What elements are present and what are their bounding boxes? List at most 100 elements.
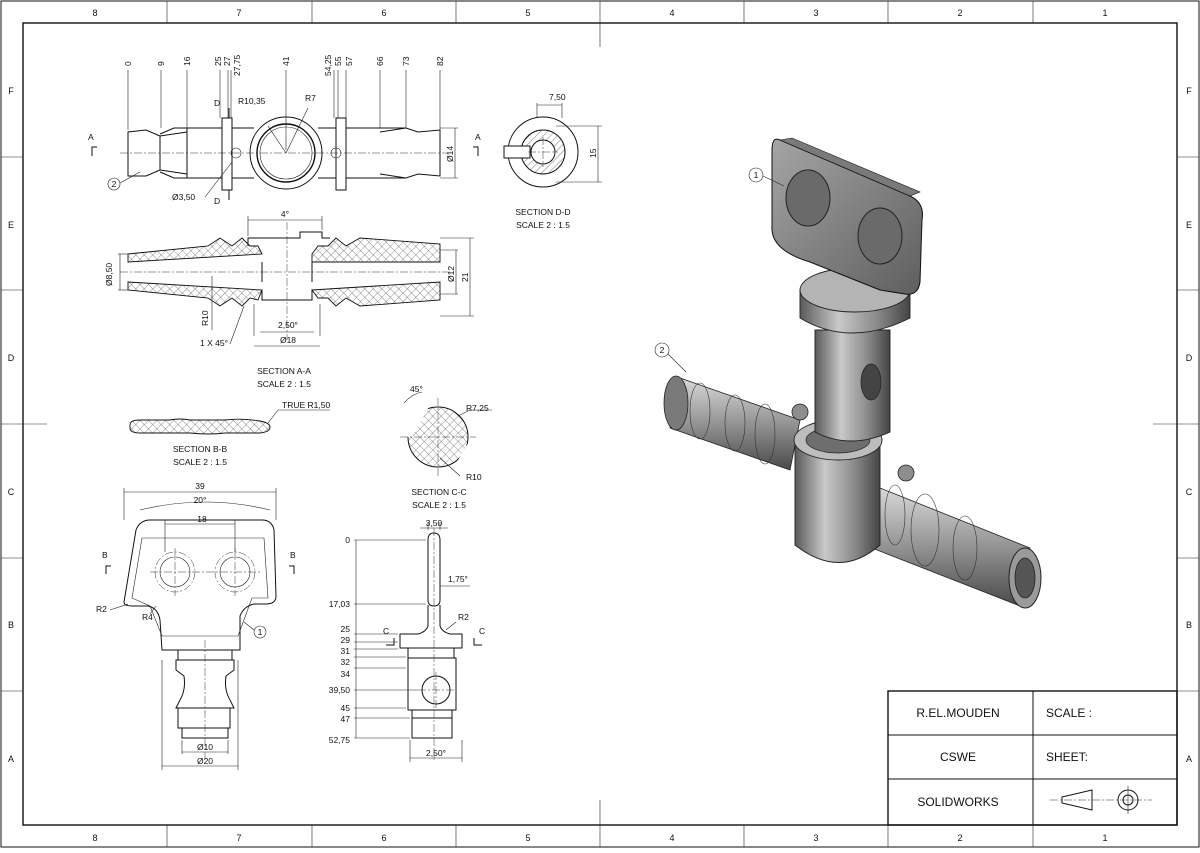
top-dim-54-25: 54,25: [323, 54, 333, 76]
zone-col-6-bottom: 6: [381, 833, 386, 843]
title-block: R.EL.MOUDEN CSWE SOLIDWORKS SCALE : SHEE…: [887, 690, 1178, 826]
front-r4-label: R4: [142, 612, 153, 622]
balloon-2-top: [107, 177, 121, 191]
projection-symbol-icon: [1050, 786, 1152, 814]
top-dim-25: 25: [213, 56, 223, 66]
side-view: 0 17,03 25 29 31 32 34 39,50 45 47 52,75…: [329, 518, 485, 762]
isometric-assembly-render: 1 2: [654, 137, 1042, 609]
balloon-1-iso-label: 1: [754, 170, 759, 180]
zone-row-B-left: B: [8, 620, 14, 630]
aa-chamfer-label: 1 X 45°: [200, 338, 228, 348]
zone-col-8-bottom: 8: [92, 833, 97, 843]
top-d-mark-lower: D: [214, 196, 220, 206]
section-d-d: 7,50 15 SECTION D-D SCALE 2 : 1.5: [503, 92, 602, 230]
top-dim-55: 55: [333, 56, 343, 66]
side-w350-label: 3,50: [426, 518, 443, 528]
top-dim-82: 82: [435, 56, 445, 66]
aa-scale: SCALE 2 : 1.5: [257, 379, 311, 389]
bb-r150-label: TRUE R1,50: [282, 400, 330, 410]
zone-col-1-bottom: 1: [1102, 833, 1107, 843]
title-block-org: CSWE: [940, 750, 976, 764]
front-ang20-label: 20°: [194, 495, 207, 505]
side-ang175-label: 1,75°: [448, 574, 468, 584]
zone-col-5-top: 5: [525, 8, 530, 18]
top-dim-9: 9: [156, 61, 166, 66]
top-dim-41: 41: [281, 56, 291, 66]
zone-row-A-left: A: [8, 754, 14, 764]
aa-h21-label: 21: [460, 272, 470, 282]
b-mark-right: B: [290, 550, 296, 560]
top-r7-label: R7: [305, 93, 316, 103]
front-r2-label: R2: [96, 604, 107, 614]
cc-r10-label: R10: [466, 472, 482, 482]
cc-scale: SCALE 2 : 1.5: [412, 500, 466, 510]
side-ydim-31: 31: [341, 646, 351, 656]
top-r1035-label: R10,35: [238, 96, 266, 106]
dd-h15-label: 15: [588, 148, 598, 158]
aa-ang250-label: 2,50°: [278, 320, 298, 330]
zone-row-E-right: E: [1186, 220, 1192, 230]
side-ydim-25: 25: [341, 624, 351, 634]
top-dim-66: 66: [375, 56, 385, 66]
section-a-mark-left: A: [88, 132, 94, 142]
zone-col-7-top: 7: [236, 8, 241, 18]
b-mark-left: B: [102, 550, 108, 560]
front-d20-label: Ø20: [197, 756, 213, 766]
side-ydim-17-03: 17,03: [329, 599, 351, 609]
zone-col-2-top: 2: [957, 8, 962, 18]
zone-col-4-bottom: 4: [669, 833, 674, 843]
side-ydim-34: 34: [341, 669, 351, 679]
side-ydim-32: 32: [341, 657, 351, 667]
zone-col-2-bottom: 2: [957, 833, 962, 843]
side-ydim-52-75: 52,75: [329, 735, 351, 745]
bb-scale: SCALE 2 : 1.5: [173, 457, 227, 467]
side-ang250-label: 2,50°: [426, 748, 446, 758]
zone-row-D-right: D: [1186, 353, 1193, 363]
top-dim-57: 57: [344, 56, 354, 66]
zone-row-D-left: D: [8, 353, 15, 363]
cc-title: SECTION C-C: [411, 487, 466, 497]
zone-row-C-right: C: [1186, 487, 1193, 497]
zone-row-C-left: C: [8, 487, 15, 497]
top-d-mark-upper: D: [214, 98, 220, 108]
zone-col-6-top: 6: [381, 8, 386, 18]
title-block-software: SOLIDWORKS: [917, 795, 998, 809]
front-w39-label: 39: [195, 481, 205, 491]
c-mark-left: C: [383, 626, 389, 636]
zone-row-F-left: F: [8, 86, 14, 96]
balloon-2-iso-label: 2: [660, 345, 665, 355]
zone-col-8-top: 8: [92, 8, 97, 18]
side-ydim-0: 0: [345, 535, 350, 545]
zone-col-7-bottom: 7: [236, 833, 241, 843]
aa-d12-label: Ø12: [446, 266, 456, 282]
aa-d850-label: Ø8,50: [104, 263, 114, 286]
dd-title: SECTION D-D: [515, 207, 570, 217]
bb-title: SECTION B-B: [173, 444, 228, 454]
zone-col-5-bottom: 5: [525, 833, 530, 843]
dd-w750-label: 7,50: [549, 92, 566, 102]
balloon-1-front-label: 1: [258, 627, 263, 637]
top-d14-label: Ø14: [445, 146, 455, 162]
side-ydim-29: 29: [341, 635, 351, 645]
zone-labels: 8 7 6 5 4 3 2 1 8 7 6 5 4 3 2 1 F E D C …: [8, 8, 1193, 843]
aa-title: SECTION A-A: [257, 366, 311, 376]
front-d10-label: Ø10: [197, 742, 213, 752]
balloon-1-front: [253, 625, 267, 639]
zone-row-E-left: E: [8, 220, 14, 230]
section-a-mark-right: A: [475, 132, 481, 142]
zone-col-3-top: 3: [813, 8, 818, 18]
title-block-sheet-label: SHEET:: [1046, 750, 1088, 764]
balloon-2-iso: [654, 342, 670, 358]
section-a-a: 4° Ø8,50 Ø12 21 R10 2,50° Ø18 1 X 45° SE…: [104, 209, 474, 389]
balloon-2-top-label: 2: [112, 179, 117, 189]
aa-ang4-label: 4°: [281, 209, 289, 219]
top-dim-0: 0: [123, 61, 133, 66]
top-dim-27: 27: [222, 56, 232, 66]
cc-r725-label: R7,25: [466, 403, 489, 413]
side-ydim-47: 47: [341, 714, 351, 724]
title-block-scale-label: SCALE :: [1046, 706, 1092, 720]
zone-col-4-top: 4: [669, 8, 674, 18]
zone-row-B-right: B: [1186, 620, 1192, 630]
